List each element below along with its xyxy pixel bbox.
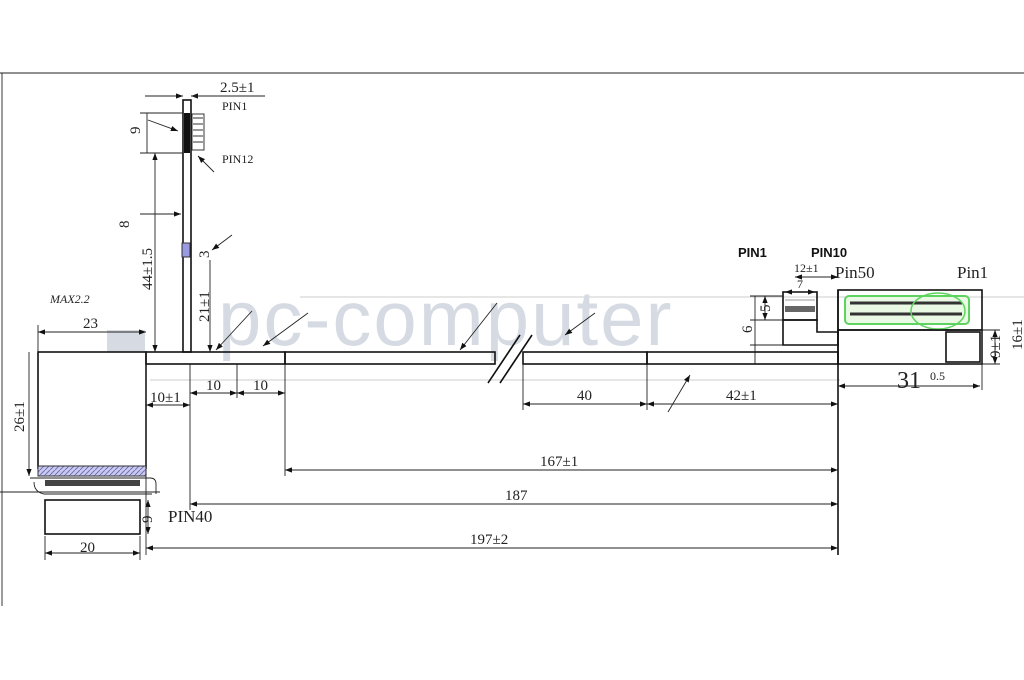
dim-stiffener-offset: 21±1 xyxy=(197,291,213,322)
right-assembly xyxy=(782,289,983,555)
dim-offset-a: 10±1 xyxy=(150,390,181,406)
bottom-connector xyxy=(44,499,141,535)
label-top-pin12: PIN12 xyxy=(222,152,253,166)
dim-right-5: 5 xyxy=(758,305,774,313)
label-right-pin10: PIN10 xyxy=(811,245,847,260)
dim-seg-42: 42±1 xyxy=(726,388,757,404)
dim-right-6: 6 xyxy=(740,325,756,333)
dim-left-height: 26±1 xyxy=(12,401,28,432)
label-pin40: PIN40 xyxy=(168,507,212,526)
label-pin1-right: Pin1 xyxy=(957,263,988,282)
dim-right-05: 0.5 xyxy=(930,369,945,383)
dim-right-12: 12±1 xyxy=(794,261,819,275)
dim-seg-a: 10 xyxy=(206,378,221,394)
dim-stiffener: 3 xyxy=(197,251,213,259)
dim-length-197: 197±2 xyxy=(470,532,508,548)
dim-left-width: 23 xyxy=(83,316,98,332)
dim-right-edge: 16±1 xyxy=(1010,319,1024,350)
dim-top-connector-height: 9 xyxy=(128,127,144,135)
left-assembly xyxy=(0,351,160,535)
dim-length-187: 187 xyxy=(505,488,528,504)
label-pin50: Pin50 xyxy=(835,263,875,282)
dim-right-9: 9±1 xyxy=(988,335,1004,358)
dim-max-thickness: MAX2.2 xyxy=(49,292,90,306)
watermark-block xyxy=(107,330,145,352)
dim-right-7: 7 xyxy=(797,277,803,291)
dimension-lines xyxy=(26,93,998,556)
dim-bottom-width: 20 xyxy=(80,540,95,556)
dim-length-167: 167±1 xyxy=(540,454,578,470)
break-mark xyxy=(487,334,521,384)
dim-fpc-width: 8 xyxy=(117,221,133,229)
top-connector xyxy=(184,113,205,153)
dim-right-31: 31 xyxy=(897,368,921,394)
leader-arrows xyxy=(147,119,691,413)
dim-seg-40: 40 xyxy=(577,388,592,404)
label-top-pin1: PIN1 xyxy=(222,99,247,113)
label-right-pin1: PIN1 xyxy=(738,245,767,260)
dim-connector-offset: 2.5±1 xyxy=(220,80,254,96)
dim-fpc-length: 44±1.5 xyxy=(140,248,156,290)
watermark: pc-computer xyxy=(218,274,674,362)
dim-bottom-height: 9 xyxy=(140,516,156,524)
dim-seg-b: 10 xyxy=(253,378,268,394)
